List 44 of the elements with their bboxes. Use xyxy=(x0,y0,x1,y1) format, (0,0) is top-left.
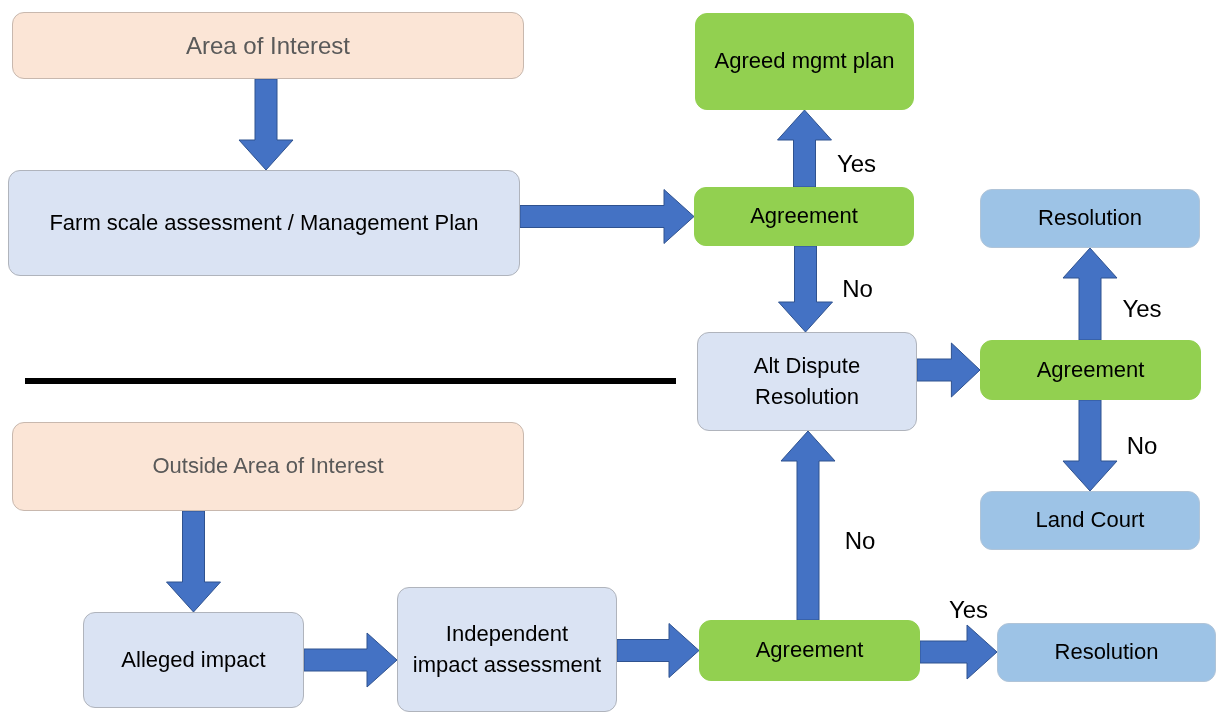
box-label: Resolution xyxy=(1054,638,1159,667)
block-arrow xyxy=(1062,247,1118,341)
block-arrow xyxy=(616,623,700,678)
process-box xyxy=(12,12,524,79)
box-label: Agreed mgmt plan xyxy=(714,47,895,76)
process-box xyxy=(694,187,914,246)
box-label: Alleged impact xyxy=(121,645,266,674)
box-label: Alt Dispute Resolution xyxy=(752,351,862,411)
edge-label: Yes xyxy=(836,149,877,178)
block-arrow xyxy=(519,189,695,244)
block-arrow xyxy=(919,624,998,680)
box-label: Land Court xyxy=(1035,506,1145,535)
block-arrow xyxy=(303,632,398,688)
block-arrow xyxy=(780,430,836,621)
block-arrow xyxy=(238,78,294,171)
box-label: Independent impact assessment xyxy=(412,619,602,679)
box-label: Area of Interest xyxy=(185,30,351,61)
block-arrow xyxy=(916,342,981,398)
box-label: Resolution xyxy=(1038,204,1142,233)
box-label: Agreement xyxy=(755,636,864,665)
process-box xyxy=(980,491,1200,550)
process-box xyxy=(980,340,1201,400)
box-label: Agreement xyxy=(1036,355,1145,384)
process-box xyxy=(699,620,920,681)
process-box xyxy=(997,623,1216,682)
block-arrow xyxy=(166,510,221,613)
edge-label: Yes xyxy=(948,596,989,624)
box-label: Outside Area of Interest xyxy=(152,452,384,481)
process-box xyxy=(8,170,520,276)
box-label: Farm scale assessment / Management Plan xyxy=(49,208,479,237)
process-box xyxy=(697,332,917,431)
block-arrow xyxy=(778,245,833,333)
process-box xyxy=(397,587,617,712)
edge-label: No xyxy=(842,275,873,303)
edge-label: Yes xyxy=(1122,295,1162,323)
block-arrow xyxy=(1062,399,1118,492)
box-label: Agreement xyxy=(750,202,858,231)
process-box xyxy=(695,13,914,110)
block-arrow xyxy=(777,109,832,188)
process-box xyxy=(980,189,1200,248)
process-box xyxy=(12,422,524,511)
edge-label: No xyxy=(1126,431,1158,460)
process-box xyxy=(83,612,304,708)
edge-label: No xyxy=(844,526,876,555)
